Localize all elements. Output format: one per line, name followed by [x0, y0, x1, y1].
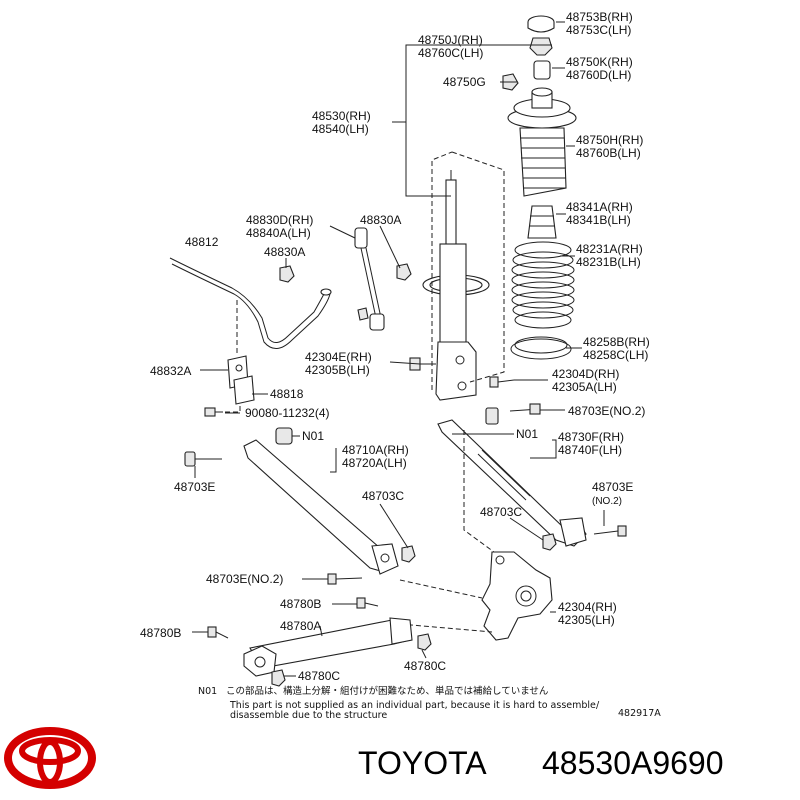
label-48830d-rh: 48830D(RH)	[246, 213, 313, 227]
label-42304-rh: 42304(RH)	[558, 600, 617, 614]
brand-name: TOYOTA	[358, 745, 487, 781]
label-48750h-lh: 48760B(LH)	[576, 146, 641, 160]
arm-nut-mid-part	[401, 545, 416, 563]
label-48780c-bottom: 48780C	[298, 669, 340, 683]
bushing-part	[533, 60, 551, 80]
label-42304e-rh: 42304E(RH)	[305, 350, 372, 364]
label-48231-rh: 48231A(RH)	[576, 242, 643, 256]
lower-arm-front-part	[243, 427, 399, 575]
part-labels: 48753B(RH) 48753C(LH) 48750J(RH) 48760C(…	[140, 10, 650, 683]
label-48530-rh: 48530(RH)	[312, 109, 371, 123]
leader-lines	[192, 21, 605, 677]
label-48710a-rh: 48710A(RH)	[342, 443, 409, 457]
label-48258-lh: 48258C(LH)	[583, 348, 648, 362]
strut-bolt-right-part	[489, 376, 515, 388]
label-48703e-left: 48703E	[174, 480, 215, 494]
lower-arm-rear-part	[437, 419, 587, 547]
label-48710a-lh: 48720A(LH)	[342, 456, 407, 470]
label-48703c-right: 48703C	[480, 505, 522, 519]
label-48341-rh: 48341A(RH)	[566, 200, 633, 214]
label-42304e-lh: 42305B(LH)	[305, 363, 370, 377]
label-48818: 48818	[270, 387, 304, 401]
label-48703e-no2-top: 48703E(NO.2)	[568, 404, 645, 418]
label-48830a-top: 48830A	[360, 213, 401, 227]
steering-knuckle-part	[481, 551, 553, 641]
note-english-line1: This part is not supplied as an individu…	[229, 700, 596, 711]
label-48703e-right: 48703E	[592, 480, 633, 494]
label-48703e-right-no2: (NO.2)	[592, 496, 622, 507]
stabilizer-bar-part	[169, 257, 332, 349]
trailing-arm-part	[243, 617, 413, 677]
arm-bolt-bottom-part	[327, 573, 363, 585]
label-48780a: 48780A	[280, 619, 321, 633]
label-42304-lh: 42305(LH)	[558, 613, 615, 627]
label-48830d-lh: 48840A(LH)	[246, 226, 311, 240]
label-48750k-lh: 48760D(LH)	[566, 68, 631, 82]
label-48780b-left: 48780B	[140, 626, 181, 640]
footnote: N01 この部品は、構造上分解・組付けが困難なため、単品では補給していません T…	[198, 685, 661, 721]
label-90080: 90080-11232(4)	[245, 406, 330, 420]
label-48780c-right: 48780C	[404, 659, 446, 673]
label-48780b-top: 48780B	[280, 597, 321, 611]
strut-cap-part	[527, 15, 555, 33]
note-code: N01	[198, 686, 217, 697]
shock-absorber-part	[422, 170, 490, 401]
label-48730f-lh: 48740F(LH)	[558, 443, 622, 457]
arm-bolt-left-part	[184, 451, 222, 467]
arm-bolt-top-right-part	[485, 403, 541, 425]
note-slash: /	[596, 700, 600, 711]
label-48258-rh: 48258B(RH)	[583, 335, 650, 349]
label-48750j-lh: 48760C(LH)	[418, 46, 483, 60]
label-n01-right: N01	[516, 427, 538, 441]
label-48341-lh: 48341B(LH)	[566, 213, 631, 227]
label-48750g: 48750G	[443, 75, 486, 89]
bump-stop-part	[527, 205, 557, 239]
link-nut-part	[396, 263, 412, 281]
label-48750j-rh: 48750J(RH)	[418, 33, 483, 47]
label-48231-lh: 48231B(LH)	[576, 255, 641, 269]
label-48750k-rh: 48750K(RH)	[566, 55, 633, 69]
dust-boot-part	[519, 127, 567, 197]
upper-support-part	[507, 87, 577, 129]
label-n01-left: N01	[302, 429, 324, 443]
label-48830a: 48830A	[264, 245, 305, 259]
arm-nut-right-part	[542, 533, 557, 551]
toyota-logo	[4, 727, 96, 789]
trailing-arm-nut-bottom-part	[271, 669, 286, 687]
stabilizer-link-part	[354, 227, 385, 331]
trailing-arm-nut-right-part	[417, 633, 432, 651]
label-48730f-rh: 48730F(RH)	[558, 430, 624, 444]
coil-spring-part	[511, 241, 575, 329]
label-48753-lh: 48753C(LH)	[566, 23, 631, 37]
label-48703c-mid: 48703C	[362, 489, 404, 503]
trailing-arm-bolt-left-part	[207, 626, 229, 639]
label-48832a: 48832A	[150, 364, 191, 378]
stabilizer-bracket-part	[227, 355, 255, 405]
label-48750h-rh: 48750H(RH)	[576, 133, 643, 147]
strut-nut-part	[529, 37, 553, 56]
arm-bolt-right-part	[593, 525, 627, 537]
label-42304d-lh: 42305A(LH)	[552, 380, 617, 394]
figure-id: 482917A	[618, 708, 661, 719]
label-48530-lh: 48540(LH)	[312, 122, 369, 136]
part-number: 48530A9690	[542, 745, 724, 781]
label-48812: 48812	[185, 235, 219, 249]
spring-insulator-part	[510, 336, 572, 360]
footer: TOYOTA 48530A9690	[358, 745, 724, 781]
label-48753-rh: 48753B(RH)	[566, 10, 633, 24]
note-japanese: この部品は、構造上分解・組付けが困難なため、単品では補給していません	[226, 685, 548, 697]
label-48703e-no2-bottom: 48703E(NO.2)	[206, 572, 283, 586]
note-english-line2: disassemble due to the structure	[230, 710, 387, 721]
stabilizer-nut-part	[279, 265, 295, 283]
trailing-arm-bolt-top-part	[356, 597, 379, 609]
label-42304d-rh: 42304D(RH)	[552, 367, 619, 381]
